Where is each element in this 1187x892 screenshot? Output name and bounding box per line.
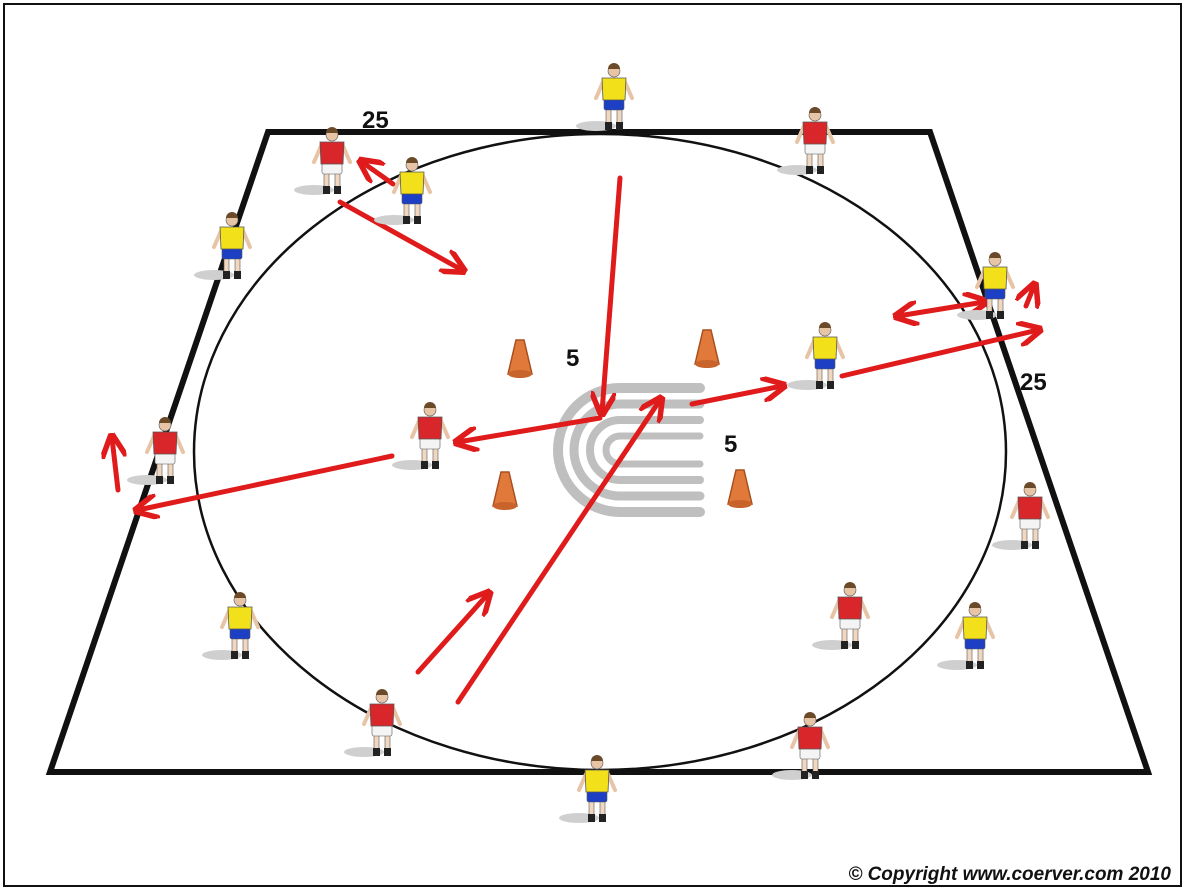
movement-arrow (689, 386, 782, 407)
yellow-team-player (202, 592, 260, 660)
red-team-player (777, 107, 835, 175)
movement-arrow (112, 438, 118, 493)
movement-arrow (1026, 286, 1034, 306)
movement-arrow (602, 175, 623, 412)
cone-marker (492, 471, 518, 510)
yellow-team-player (194, 212, 252, 280)
red-team-player (992, 482, 1050, 550)
diagram-frame (3, 3, 1182, 887)
movement-arrow (898, 302, 984, 316)
cone-marker (507, 339, 533, 378)
red-team-player (127, 417, 185, 485)
movement-arrow (138, 453, 395, 510)
movement-arrow (455, 400, 660, 705)
yellow-team-player (937, 602, 995, 670)
red-team-player (294, 127, 352, 195)
movement-arrow (458, 415, 603, 442)
label-inner-right: 5 (724, 431, 737, 458)
red-team-player (392, 402, 450, 470)
movement-arrow (415, 594, 488, 675)
movement-arrow (362, 162, 396, 187)
red-team-player (812, 582, 870, 650)
yellow-team-player (957, 252, 1015, 320)
center-circle (192, 132, 1008, 772)
yellow-team-player (787, 322, 845, 390)
yellow-team-player (576, 63, 634, 131)
cone-marker (727, 469, 753, 508)
movement-arrow (839, 330, 1038, 379)
label-inner-top: 5 (566, 345, 579, 372)
field-boundary (45, 129, 1153, 775)
yellow-team-player (374, 157, 432, 225)
copyright-text: © Copyright www.coerver.com 2010 (848, 864, 1171, 885)
movement-arrow (337, 199, 462, 270)
cone-marker (694, 329, 720, 368)
yellow-team-player (559, 755, 617, 823)
red-team-player (344, 689, 402, 757)
red-team-player (772, 712, 830, 780)
label-top-width: 25 (362, 107, 389, 134)
label-right-length: 25 (1020, 369, 1047, 396)
